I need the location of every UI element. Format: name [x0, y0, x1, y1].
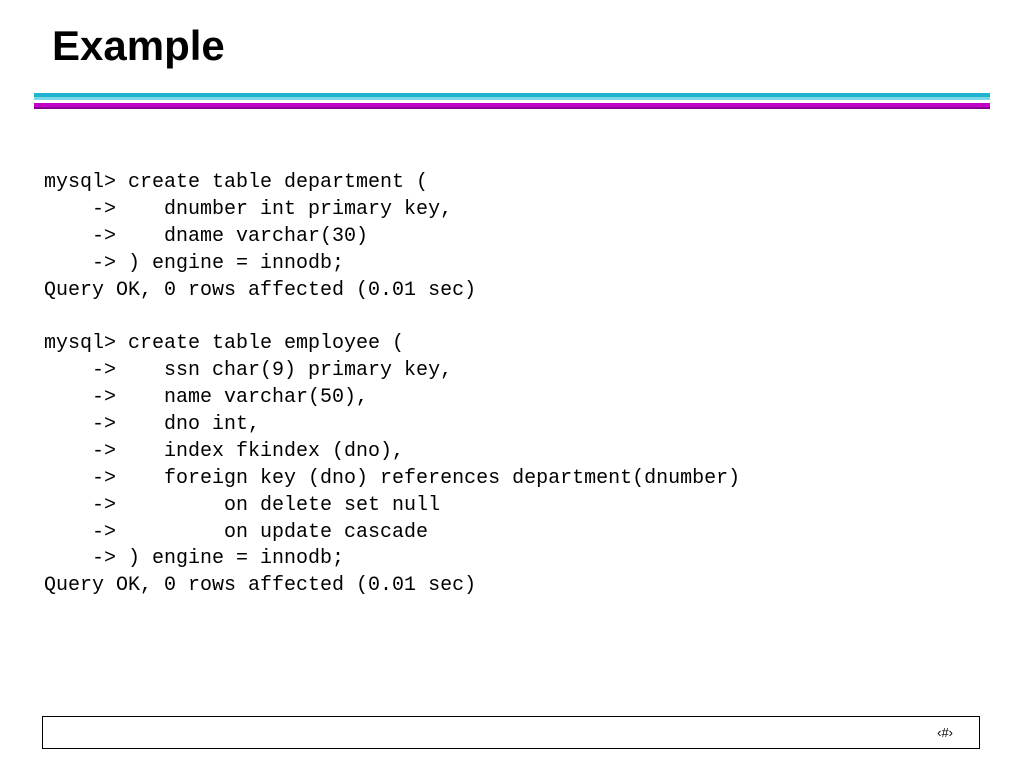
slide-number: ‹#›: [937, 725, 953, 740]
console-line: -> on delete set null: [44, 493, 441, 517]
console-line: Query OK, 0 rows affected (0.01 sec): [44, 278, 477, 302]
console-line: -> dno int,: [44, 413, 261, 437]
title-divider-cyan-light: [34, 97, 990, 100]
console-line: -> ) engine = innodb;: [44, 547, 345, 571]
console-line: mysql> create table employee (: [44, 332, 405, 356]
console-line: -> dname varchar(30): [44, 224, 369, 248]
console-line: -> foreign key (dno) references departme…: [44, 466, 741, 490]
console-line: -> dnumber int primary key,: [44, 197, 453, 221]
console-line: -> name varchar(50),: [44, 386, 369, 410]
title-divider-gap: [34, 100, 990, 103]
console-line: -> ssn char(9) primary key,: [44, 359, 453, 383]
title-divider-magenta: [34, 103, 990, 107]
slide-footer: ‹#›: [42, 716, 980, 749]
console-line-blank: [44, 304, 740, 331]
title-divider-cyan: [34, 93, 990, 97]
console-line: -> index fkindex (dno),: [44, 439, 405, 463]
console-line: -> ) engine = innodb;: [44, 251, 345, 275]
console-line: Query OK, 0 rows affected (0.01 sec): [44, 574, 477, 598]
title-divider-magenta-dark: [34, 107, 990, 109]
console-line: mysql> create table department (: [44, 171, 429, 194]
mysql-console-output: mysql> create table department ( -> dnum…: [44, 170, 740, 600]
slide-title: Example: [52, 22, 225, 69]
console-line: -> on update cascade: [44, 520, 429, 544]
